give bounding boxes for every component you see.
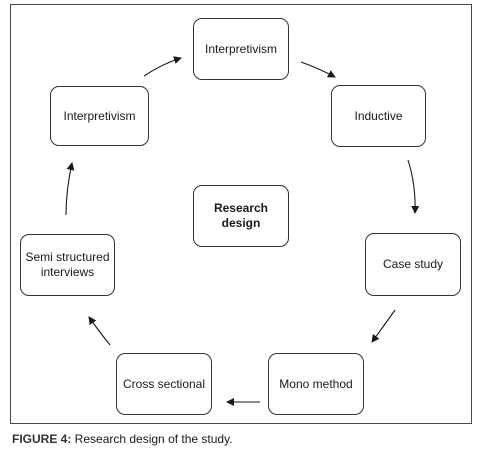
arrow-case-study-to-mono-method: [371, 309, 396, 343]
arrow-top-to-inductive: [300, 61, 336, 78]
arrow-inductive-to-case-study: [407, 159, 420, 214]
node-research-design: Research design: [193, 185, 289, 247]
node-inductive-label: Inductive: [354, 108, 403, 123]
figure-caption: FIGURE 4: Research design of the study.: [12, 432, 233, 446]
figure-frame: [10, 4, 472, 424]
node-semi-structured-interviews-label: Semi structured interviews: [25, 250, 110, 279]
node-inductive: Inductive: [331, 85, 426, 147]
node-mono-method: Mono method: [268, 353, 364, 415]
node-interpretivism-top-label: Interpretivism: [204, 41, 278, 56]
node-interpretivism-left: Interpretivism: [50, 86, 149, 146]
node-interpretivism-left-label: Interpretivism: [63, 108, 136, 123]
figure-caption-text: Research design of the study.: [71, 432, 233, 446]
node-case-study: Case study: [365, 233, 461, 296]
node-research-design-line2: design: [221, 216, 261, 230]
node-mono-method-label: Mono method: [279, 376, 353, 391]
node-interpretivism-top: Interpretivism: [193, 18, 289, 80]
figure-caption-label: FIGURE 4:: [12, 432, 72, 446]
arrow-semi-structured-to-interpretivism: [65, 162, 75, 216]
arrow-cross-sectional-to-semi-structured: [88, 316, 111, 346]
node-semi-structured-interviews: Semi structured interviews: [20, 234, 115, 296]
arrow-interpretivism-to-top: [143, 56, 182, 77]
node-research-design-line1: Research: [213, 201, 269, 215]
node-cross-sectional-label: Cross sectional: [122, 376, 206, 391]
node-cross-sectional: Cross sectional: [116, 353, 212, 415]
node-case-study-label: Case study: [382, 257, 444, 271]
